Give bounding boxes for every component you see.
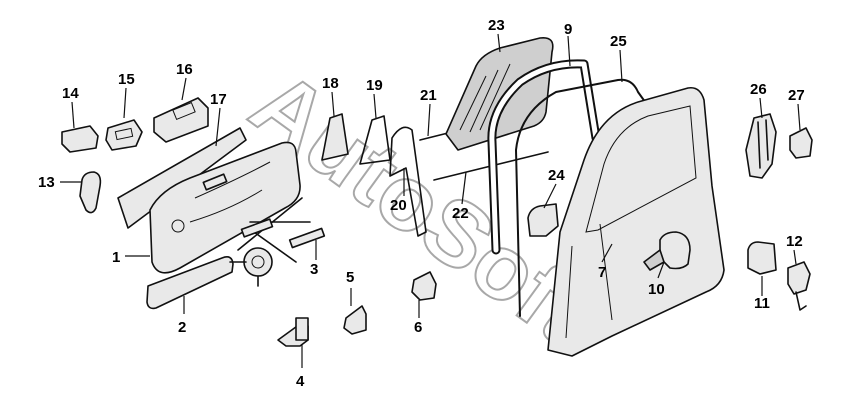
part-19-corner-frame[interactable] bbox=[359, 115, 391, 165]
callout-26[interactable]: 26 bbox=[750, 81, 767, 98]
part-14-lock-knob[interactable] bbox=[61, 125, 99, 153]
callout-16[interactable]: 16 bbox=[176, 61, 193, 78]
callout-12[interactable]: 12 bbox=[786, 233, 803, 250]
part-26-striker-bar bbox=[757, 119, 769, 169]
part-24-lock-actuator[interactable] bbox=[527, 203, 559, 237]
callout-7[interactable]: 7 bbox=[598, 264, 606, 281]
part-1-door-trim-panel[interactable] bbox=[149, 141, 301, 274]
callout-18[interactable]: 18 bbox=[322, 75, 339, 92]
part-5-hinge[interactable] bbox=[343, 305, 367, 335]
leader-lines bbox=[60, 33, 801, 368]
part-1-pull-pocket bbox=[202, 173, 228, 191]
part-26-striker[interactable] bbox=[745, 113, 777, 179]
callout-10[interactable]: 10 bbox=[648, 281, 665, 298]
callout-17[interactable]: 17 bbox=[210, 91, 227, 108]
callout-13[interactable]: 13 bbox=[38, 174, 55, 191]
callout-6[interactable]: 6 bbox=[414, 319, 422, 336]
part-15-escutcheon-slot bbox=[114, 127, 134, 141]
part-11-door-lock[interactable] bbox=[747, 241, 777, 275]
callout-11[interactable]: 11 bbox=[754, 295, 770, 312]
part-7-door-shell[interactable] bbox=[547, 86, 725, 357]
part-2-lower-panel[interactable] bbox=[146, 256, 234, 310]
part-20-vent-glass[interactable] bbox=[389, 126, 427, 237]
callout-15[interactable]: 15 bbox=[118, 71, 135, 88]
part-10-outside-mirror[interactable] bbox=[659, 231, 691, 270]
part-9-glass-run-inner bbox=[489, 61, 599, 253]
callout-22[interactable]: 22 bbox=[452, 205, 469, 222]
callout-19[interactable]: 19 bbox=[366, 77, 383, 94]
part-15-escutcheon[interactable] bbox=[105, 119, 143, 151]
part-4-hinge-plate bbox=[295, 317, 309, 341]
callout-24[interactable]: 24 bbox=[548, 167, 565, 184]
callout-1[interactable]: 1 bbox=[112, 249, 120, 266]
part-7-inner-outline bbox=[565, 223, 613, 339]
callout-2[interactable]: 2 bbox=[178, 319, 186, 336]
part-6-door-check[interactable] bbox=[411, 271, 437, 301]
part-3-window-regulator[interactable] bbox=[229, 197, 326, 287]
callout-14[interactable]: 14 bbox=[62, 85, 79, 102]
part-16-armrest-pocket[interactable] bbox=[153, 97, 209, 143]
callout-3[interactable]: 3 bbox=[310, 261, 318, 278]
part-16-pocket-recess bbox=[172, 101, 196, 121]
callout-21[interactable]: 21 bbox=[420, 87, 437, 104]
part-23-glass-shade bbox=[459, 63, 511, 133]
part-7-window-opening bbox=[585, 105, 697, 233]
part-1-panel-contour bbox=[189, 161, 271, 223]
callouts: 1 2 3 4 5 6 7 9 10 11 12 13 14 15 16 17 … bbox=[38, 17, 805, 390]
part-12-key-cylinder[interactable] bbox=[787, 261, 811, 295]
callout-20[interactable]: 20 bbox=[390, 197, 407, 214]
part-17-trim-strip[interactable] bbox=[117, 127, 247, 229]
callout-5[interactable]: 5 bbox=[346, 269, 354, 286]
part-27-latch-cover[interactable] bbox=[789, 127, 813, 159]
callout-9[interactable]: 9 bbox=[564, 21, 572, 38]
callout-4[interactable]: 4 bbox=[296, 373, 305, 390]
part-23-door-glass[interactable] bbox=[445, 36, 554, 151]
part-13-inside-handle[interactable] bbox=[79, 171, 102, 214]
callout-27[interactable]: 27 bbox=[788, 87, 805, 104]
part-18-corner-garnish[interactable] bbox=[321, 113, 349, 161]
part-25-door-weatherstrip[interactable] bbox=[515, 78, 649, 317]
part-1-handle-recess bbox=[171, 219, 185, 233]
part-12-key bbox=[795, 291, 807, 311]
callout-25[interactable]: 25 bbox=[610, 33, 627, 50]
callout-23[interactable]: 23 bbox=[488, 17, 505, 34]
